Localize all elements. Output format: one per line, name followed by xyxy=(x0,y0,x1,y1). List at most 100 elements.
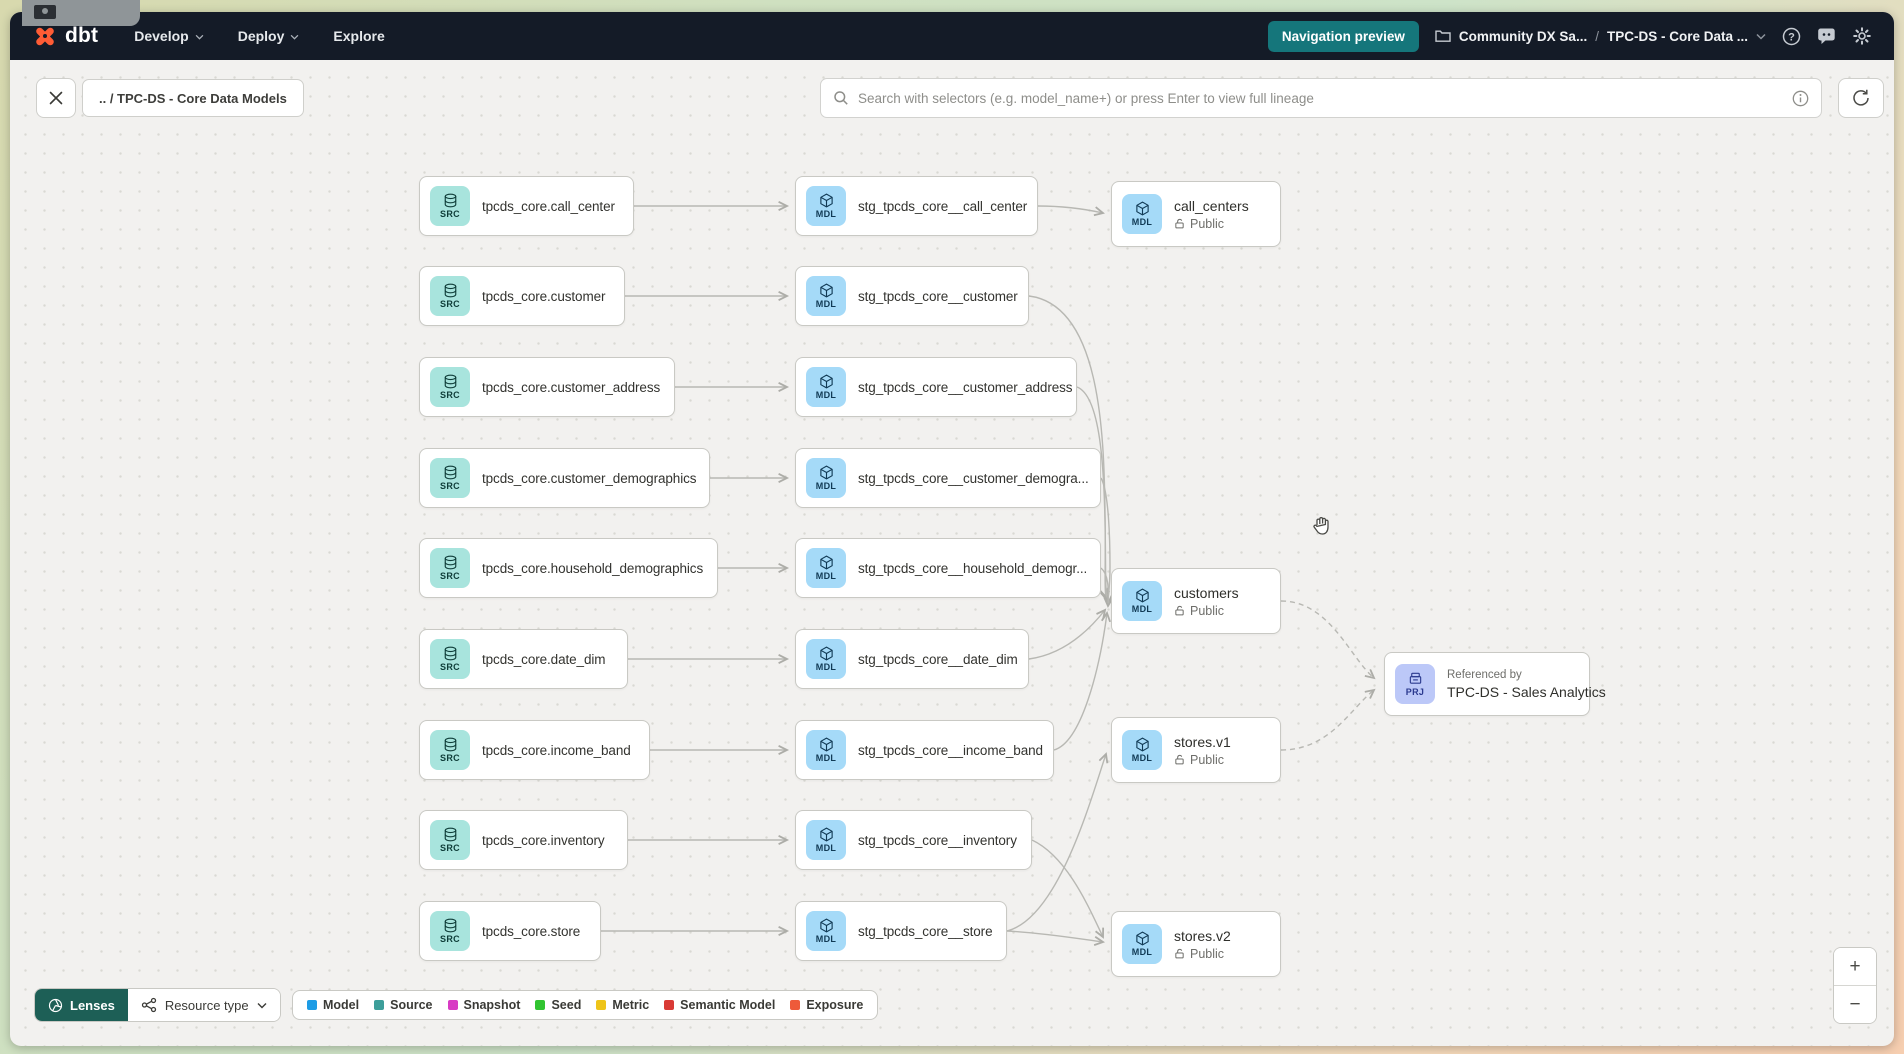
tile-label: SRC xyxy=(440,571,460,581)
zoom-in-button[interactable]: + xyxy=(1834,948,1876,985)
close-lineage-button[interactable] xyxy=(36,78,76,118)
src-icon-tile: SRC xyxy=(430,458,470,498)
tile-label: MDL xyxy=(815,753,837,763)
model-node[interactable]: MDL stg_tpcds_core__inventory xyxy=(795,810,1032,870)
node-label: stg_tpcds_core__inventory xyxy=(858,832,1017,848)
breadcrumb-chevron-down-icon[interactable] xyxy=(1756,33,1766,40)
tile-label: MDL xyxy=(815,662,837,672)
legend-label: Snapshot xyxy=(463,998,521,1012)
public-unlock-icon xyxy=(1175,218,1184,229)
source-node[interactable]: SRC tpcds_core.date_dim xyxy=(419,629,628,689)
node-label: tpcds_core.call_center xyxy=(482,198,615,214)
dbt-logo[interactable]: dbt xyxy=(32,23,98,49)
node-label: tpcds_core.date_dim xyxy=(482,651,606,667)
resource-type-dropdown[interactable]: Resource type xyxy=(127,989,280,1021)
nav-item-develop[interactable]: Develop xyxy=(134,28,204,44)
refresh-lineage-button[interactable] xyxy=(1838,78,1884,118)
tile-label: SRC xyxy=(440,843,460,853)
zoom-divider xyxy=(1834,985,1876,986)
help-icon[interactable]: ? xyxy=(1782,27,1801,46)
model-cube-icon xyxy=(819,646,833,661)
search-input[interactable] xyxy=(858,90,1783,106)
legend-swatch xyxy=(374,1000,385,1010)
tile-label: SRC xyxy=(440,390,460,400)
legend-label: Semantic Model xyxy=(680,998,776,1012)
breadcrumb-project[interactable]: Community DX Sa... xyxy=(1458,28,1588,44)
model-cube-icon xyxy=(819,283,833,298)
tile-label: SRC xyxy=(440,209,460,219)
dbt-explorer-window: dbt Develop Deploy Explore Navigation prev… xyxy=(10,12,1894,1046)
node-title: call_centers xyxy=(1174,197,1249,214)
src-icon-tile: SRC xyxy=(430,186,470,226)
database-icon xyxy=(444,193,456,208)
source-node[interactable]: SRC tpcds_core.call_center xyxy=(419,176,634,236)
zoom-out-button[interactable]: − xyxy=(1834,986,1876,1023)
model-cube-icon xyxy=(1135,737,1149,752)
src-icon-tile: SRC xyxy=(430,276,470,316)
mdl-icon-tile: MDL xyxy=(806,820,846,860)
mdl-icon-tile: MDL xyxy=(806,548,846,588)
legend-item: Seed xyxy=(535,998,581,1012)
feedback-icon[interactable] xyxy=(1817,27,1836,45)
legend-item: Snapshot xyxy=(447,998,521,1012)
tile-label: SRC xyxy=(440,662,460,672)
legend-item: Exposure xyxy=(790,998,863,1012)
search-info-icon[interactable] xyxy=(1792,90,1809,107)
mdl-icon-tile: MDL xyxy=(806,276,846,316)
lenses-control-group: Lenses Resource type xyxy=(34,988,281,1022)
model-cube-icon xyxy=(819,465,833,480)
screen-capture-artifact xyxy=(22,0,140,26)
legend-swatch xyxy=(535,1000,546,1010)
legend-label: Metric xyxy=(612,998,650,1012)
nav-item-deploy[interactable]: Deploy xyxy=(238,28,300,44)
nav-item-label: Explore xyxy=(333,28,385,44)
node-label: tpcds_core.store xyxy=(482,923,581,939)
breadcrumb-current[interactable]: TPC-DS - Core Data ... xyxy=(1606,28,1748,44)
tile-label: SRC xyxy=(440,481,460,491)
lineage-scope-chip[interactable]: .. / TPC-DS - Core Data Models xyxy=(82,79,304,117)
tile-label: SRC xyxy=(440,299,460,309)
model-cube-icon xyxy=(819,737,833,752)
legend-swatch xyxy=(596,1000,607,1010)
node-label: stg_tpcds_core__income_band xyxy=(858,742,1043,758)
access-badge-label: Public xyxy=(1190,752,1225,767)
refresh-icon xyxy=(1853,89,1869,106)
legend-swatch xyxy=(307,1000,317,1010)
node-label: stg_tpcds_core__customer_demogra... xyxy=(858,470,1089,486)
model-node[interactable]: MDL stg_tpcds_core__income_band xyxy=(795,720,1054,780)
chevron-down-icon xyxy=(195,34,204,40)
database-icon xyxy=(444,374,456,389)
lineage-search xyxy=(820,78,1822,118)
search-icon xyxy=(834,91,848,105)
zoom-controls: + − xyxy=(1833,947,1877,1024)
access-badge: Public xyxy=(1174,217,1249,231)
lenses-aperture-icon xyxy=(48,998,63,1012)
lenses-button[interactable]: Lenses xyxy=(35,989,128,1021)
nav-item-explore[interactable]: Explore xyxy=(333,28,384,44)
settings-gear-icon[interactable] xyxy=(1852,26,1872,46)
navigation-preview-button[interactable]: Navigation preview xyxy=(1267,20,1419,52)
mdl-icon-tile: MDL xyxy=(806,639,846,679)
node-label: stg_tpcds_core__customer_address xyxy=(858,379,1073,395)
access-badge: Public xyxy=(1174,947,1231,961)
